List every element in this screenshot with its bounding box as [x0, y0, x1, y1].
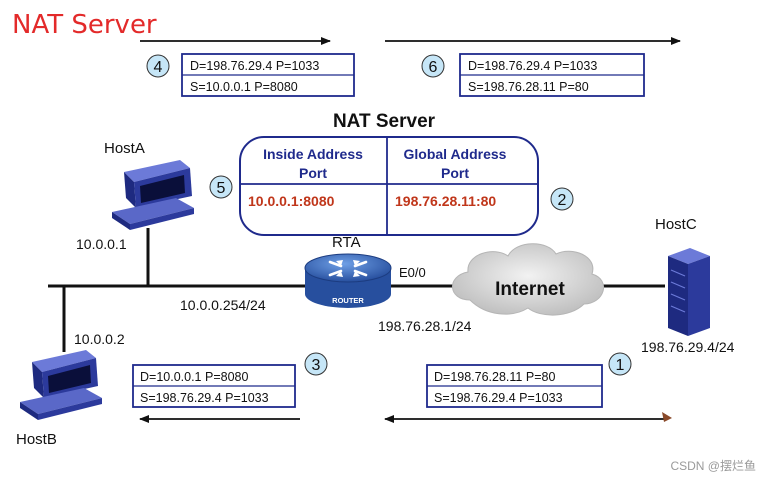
step6-badge	[421, 54, 445, 78]
nat-table: NAT Server Inside Address Port Global Ad…	[239, 111, 539, 236]
hostb-name: HostB	[16, 431, 57, 448]
internet-cloud: Internet	[452, 243, 604, 316]
packet-step3: 3 D=10.0.0.1 P=8080 S=198.76.29.4 P=1033	[132, 352, 328, 408]
hosta-name: HostA	[104, 140, 145, 157]
inside-header-line1: Inside Address	[263, 146, 363, 162]
step1-src: S=198.76.29.4 P=1033	[434, 391, 563, 405]
flow-arrows	[139, 37, 681, 423]
step1-badge	[608, 352, 632, 376]
hosta-ip: 10.0.0.1	[76, 236, 127, 252]
step2-badge	[550, 187, 574, 211]
global-address-value: 198.76.28.11:80	[395, 193, 496, 209]
hostc-name: HostC	[655, 216, 697, 233]
page-title: NAT Server	[12, 10, 157, 40]
step4-badge	[146, 54, 170, 78]
inside-address-value: 10.0.0.1:8080	[248, 193, 335, 209]
global-header-line1: Global Address	[404, 146, 507, 162]
step3-src: S=198.76.29.4 P=1033	[140, 391, 269, 405]
step2-marker: 2	[550, 187, 574, 211]
step4-dest: D=198.76.29.4 P=1033	[190, 59, 319, 73]
step6-number: 6	[429, 59, 438, 76]
step6-src: S=198.76.28.11 P=80	[468, 80, 589, 94]
step1-dest: D=198.76.28.11 P=80	[434, 370, 555, 384]
global-header-line2: Port	[441, 165, 469, 181]
router-badge: ROUTER	[332, 296, 364, 305]
step3-number: 3	[312, 357, 321, 374]
step2-number: 2	[558, 192, 567, 209]
step1-number: 1	[616, 357, 625, 374]
hosta-computer-icon	[112, 160, 194, 230]
router-icon: ROUTER	[304, 253, 392, 308]
step5-badge	[209, 175, 233, 199]
step6-dest: D=198.76.29.4 P=1033	[468, 59, 597, 73]
hostb-ip: 10.0.0.2	[74, 331, 125, 347]
hostc-server-icon	[668, 248, 710, 336]
cursor-mark-icon	[662, 412, 672, 422]
step5-marker: 5	[209, 175, 233, 199]
packet-step4: 4 D=198.76.29.4 P=1033 S=10.0.0.1 P=8080	[146, 53, 355, 97]
step3-dest: D=10.0.0.1 P=8080	[140, 370, 248, 384]
router-name: RTA	[332, 234, 361, 251]
router-inside-ip: 10.0.0.254/24	[180, 297, 266, 313]
step5-number: 5	[217, 180, 226, 197]
step4-number: 4	[154, 59, 163, 76]
step4-src: S=10.0.0.1 P=8080	[190, 80, 298, 94]
packet-step6: 6 D=198.76.29.4 P=1033 S=198.76.28.11 P=…	[421, 53, 645, 97]
internet-label: Internet	[495, 279, 565, 300]
hostc-ip: 198.76.29.4/24	[641, 339, 735, 355]
packet-step1: 1 D=198.76.28.11 P=80 S=198.76.29.4 P=10…	[426, 352, 632, 408]
watermark: CSDN @摆烂鱼	[670, 459, 756, 473]
router-outside-ip: 198.76.28.1/24	[378, 318, 472, 334]
nat-table-title: NAT Server	[333, 111, 436, 132]
step3-badge	[304, 352, 328, 376]
hostb-computer-icon	[20, 350, 102, 420]
inside-header-line2: Port	[299, 165, 327, 181]
router-interface: E0/0	[399, 265, 426, 280]
